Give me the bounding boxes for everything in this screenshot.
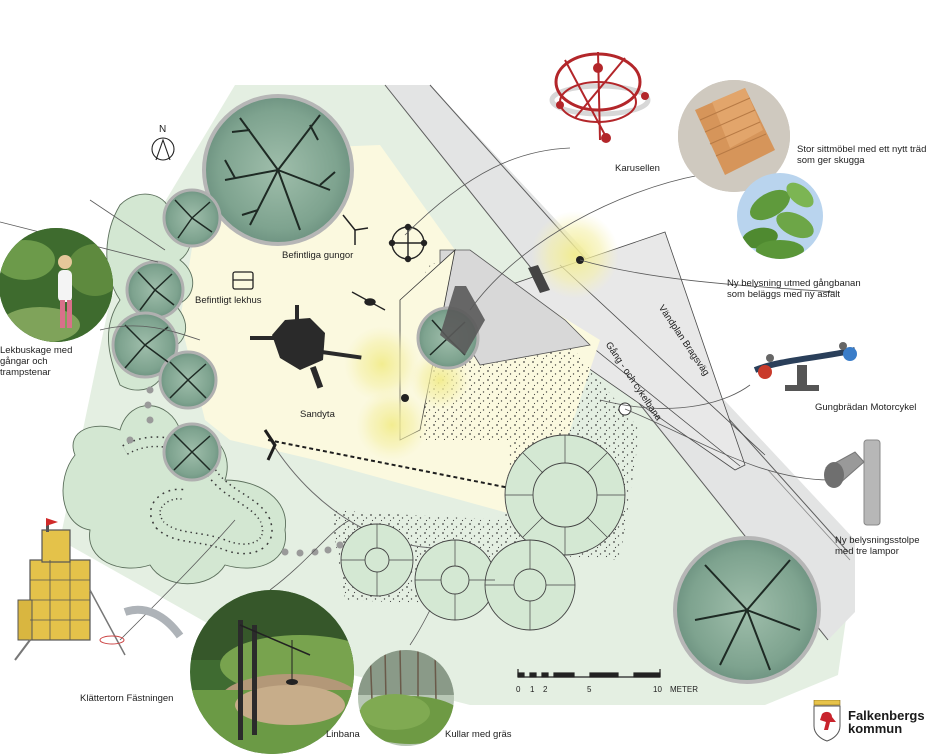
falkenberg-logo: Falkenbergs kommun [812, 700, 937, 748]
lamp-photo [824, 439, 881, 526]
carousel-photo [549, 51, 651, 143]
swing-symbol [342, 214, 369, 245]
label-gungbradan: Gungbrädan Motorcykel [815, 402, 917, 413]
linbana-photo [190, 590, 354, 754]
scale-bar [517, 669, 661, 678]
carousel-symbol [388, 223, 428, 263]
road-edge-3 [767, 469, 851, 561]
leaves-photo [737, 173, 823, 259]
label-sandyta: Sandyta [300, 409, 335, 420]
label-befintliga-gungor: Befintliga gungor [282, 250, 354, 261]
leader-lines [0, 147, 836, 646]
label-linbana: Linbana [326, 729, 360, 740]
light-glow-2 [356, 389, 428, 461]
stepping-stones [126, 386, 344, 557]
tree-large-bottom [673, 536, 821, 684]
hill-spokes [341, 435, 625, 630]
light-glow-1 [344, 326, 420, 402]
scale-tick-10: 10 [653, 685, 662, 694]
light-glow-4 [531, 211, 619, 299]
label-belysning-gangbana: Ny belysning utmed gångbanan som beläggs… [727, 278, 861, 300]
kullar-photo [358, 650, 454, 746]
climbing-tower-symbol [250, 305, 362, 389]
label-sittmobel: Stor sittmöbel med ett nytt träd som ger… [797, 144, 927, 166]
label-befintligt-lekhus: Befintligt lekhus [195, 295, 262, 306]
scale-unit: METER [670, 685, 698, 694]
scale-tick-5: 5 [587, 685, 592, 694]
label-klattertorn: Klättertorn Fästningen [80, 693, 174, 704]
scale-tick-1: 1 [530, 685, 535, 694]
label-karusellen: Karusellen [615, 163, 660, 174]
logo-line-2: kommun [848, 721, 903, 736]
seesaw-photo [753, 342, 857, 391]
label-kullar: Kullar med gräs [445, 729, 512, 740]
label-belysningsstolpe: Ny belysningsstolpe med tre lampor [835, 535, 920, 557]
coat-of-arms-icon [813, 700, 841, 742]
wood-seat-photo [678, 80, 790, 192]
scale-tick-2: 2 [543, 685, 548, 694]
label-lekbuskage: Lekbuskage med gångar och trampstenar [0, 345, 73, 378]
zipline-cable [267, 439, 571, 501]
lekbuskage-photo [0, 228, 113, 342]
climbing-tower-photo [14, 518, 184, 661]
scale-tick-0: 0 [516, 685, 521, 694]
compass-icon [151, 137, 175, 161]
seesaw-symbol [351, 291, 386, 311]
bench [440, 286, 485, 355]
playhouse-symbol [232, 271, 254, 290]
tree-large-top [202, 94, 354, 246]
logo-text: Falkenbergs kommun [848, 709, 925, 735]
logo-line-1: Falkenbergs [848, 708, 925, 723]
compass-letter: N [159, 124, 166, 135]
